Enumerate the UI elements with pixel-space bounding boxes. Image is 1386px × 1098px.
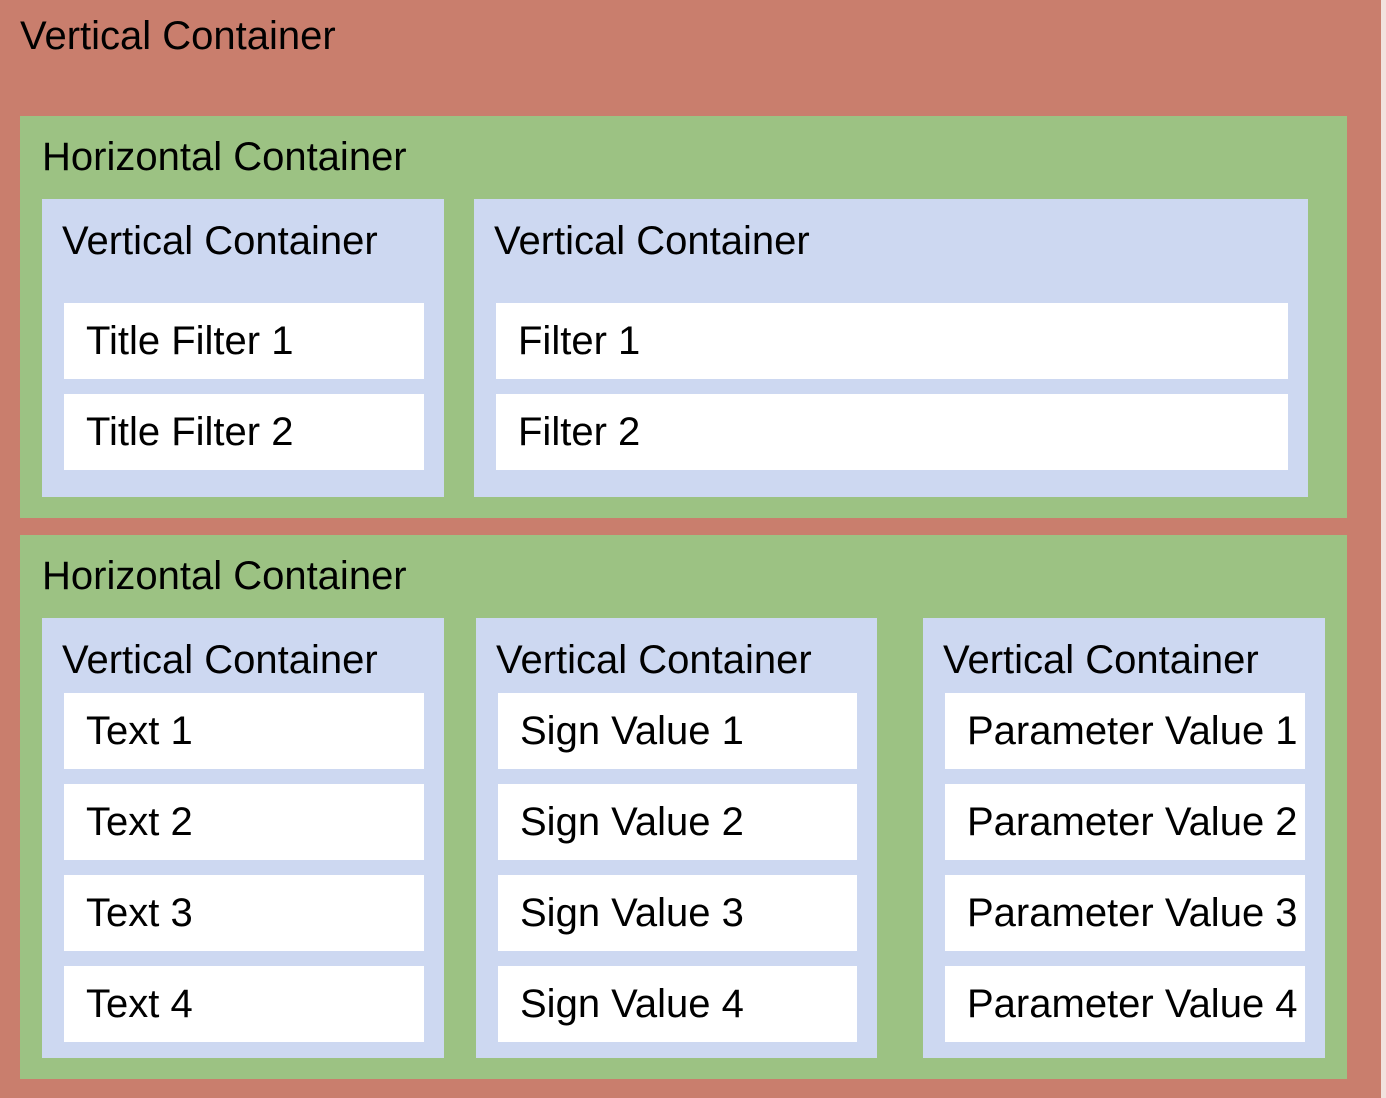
canvas-right-edge	[1381, 0, 1386, 1098]
vertical-container-filters: Vertical Container Filter 1 Filter 2	[474, 199, 1308, 497]
horizontal-container-2: Horizontal Container Vertical Container …	[20, 535, 1347, 1079]
box-filter-1: Filter 1	[496, 303, 1288, 379]
item-list: Filter 1 Filter 2	[496, 303, 1288, 470]
vertical-container-label: Vertical Container	[943, 638, 1259, 682]
box-sign-value-2: Sign Value 2	[498, 784, 857, 860]
horizontal-container-1-label: Horizontal Container	[42, 135, 407, 179]
box-text-3: Text 3	[64, 875, 424, 951]
box-parameter-value-3: Parameter Value 3	[945, 875, 1305, 951]
box-sign-value-1: Sign Value 1	[498, 693, 857, 769]
item-list: Parameter Value 1 Parameter Value 2 Para…	[945, 693, 1305, 1042]
box-filter-2: Filter 2	[496, 394, 1288, 470]
box-title-filter-1: Title Filter 1	[64, 303, 424, 379]
vertical-container-title-filters: Vertical Container Title Filter 1 Title …	[42, 199, 444, 497]
box-sign-value-4: Sign Value 4	[498, 966, 857, 1042]
box-sign-value-3: Sign Value 3	[498, 875, 857, 951]
item-list: Title Filter 1 Title Filter 2	[64, 303, 424, 470]
box-text-1: Text 1	[64, 693, 424, 769]
item-list: Sign Value 1 Sign Value 2 Sign Value 3 S…	[498, 693, 857, 1042]
box-parameter-value-2: Parameter Value 2	[945, 784, 1305, 860]
horizontal-container-1: Horizontal Container Vertical Container …	[20, 116, 1347, 518]
vertical-container-label: Vertical Container	[496, 638, 812, 682]
box-parameter-value-1: Parameter Value 1	[945, 693, 1305, 769]
box-text-4: Text 4	[64, 966, 424, 1042]
box-text-2: Text 2	[64, 784, 424, 860]
outer-container-label: Vertical Container	[20, 14, 336, 58]
item-list: Text 1 Text 2 Text 3 Text 4	[64, 693, 424, 1042]
box-title-filter-2: Title Filter 2	[64, 394, 424, 470]
vertical-container-label: Vertical Container	[62, 638, 378, 682]
vertical-container-parameter-values: Vertical Container Parameter Value 1 Par…	[923, 618, 1325, 1058]
vertical-container-texts: Vertical Container Text 1 Text 2 Text 3 …	[42, 618, 444, 1058]
vertical-container-label: Vertical Container	[62, 219, 378, 263]
box-parameter-value-4: Parameter Value 4	[945, 966, 1305, 1042]
vertical-container-sign-values: Vertical Container Sign Value 1 Sign Val…	[476, 618, 877, 1058]
vertical-container-label: Vertical Container	[494, 219, 810, 263]
horizontal-container-2-label: Horizontal Container	[42, 554, 407, 598]
